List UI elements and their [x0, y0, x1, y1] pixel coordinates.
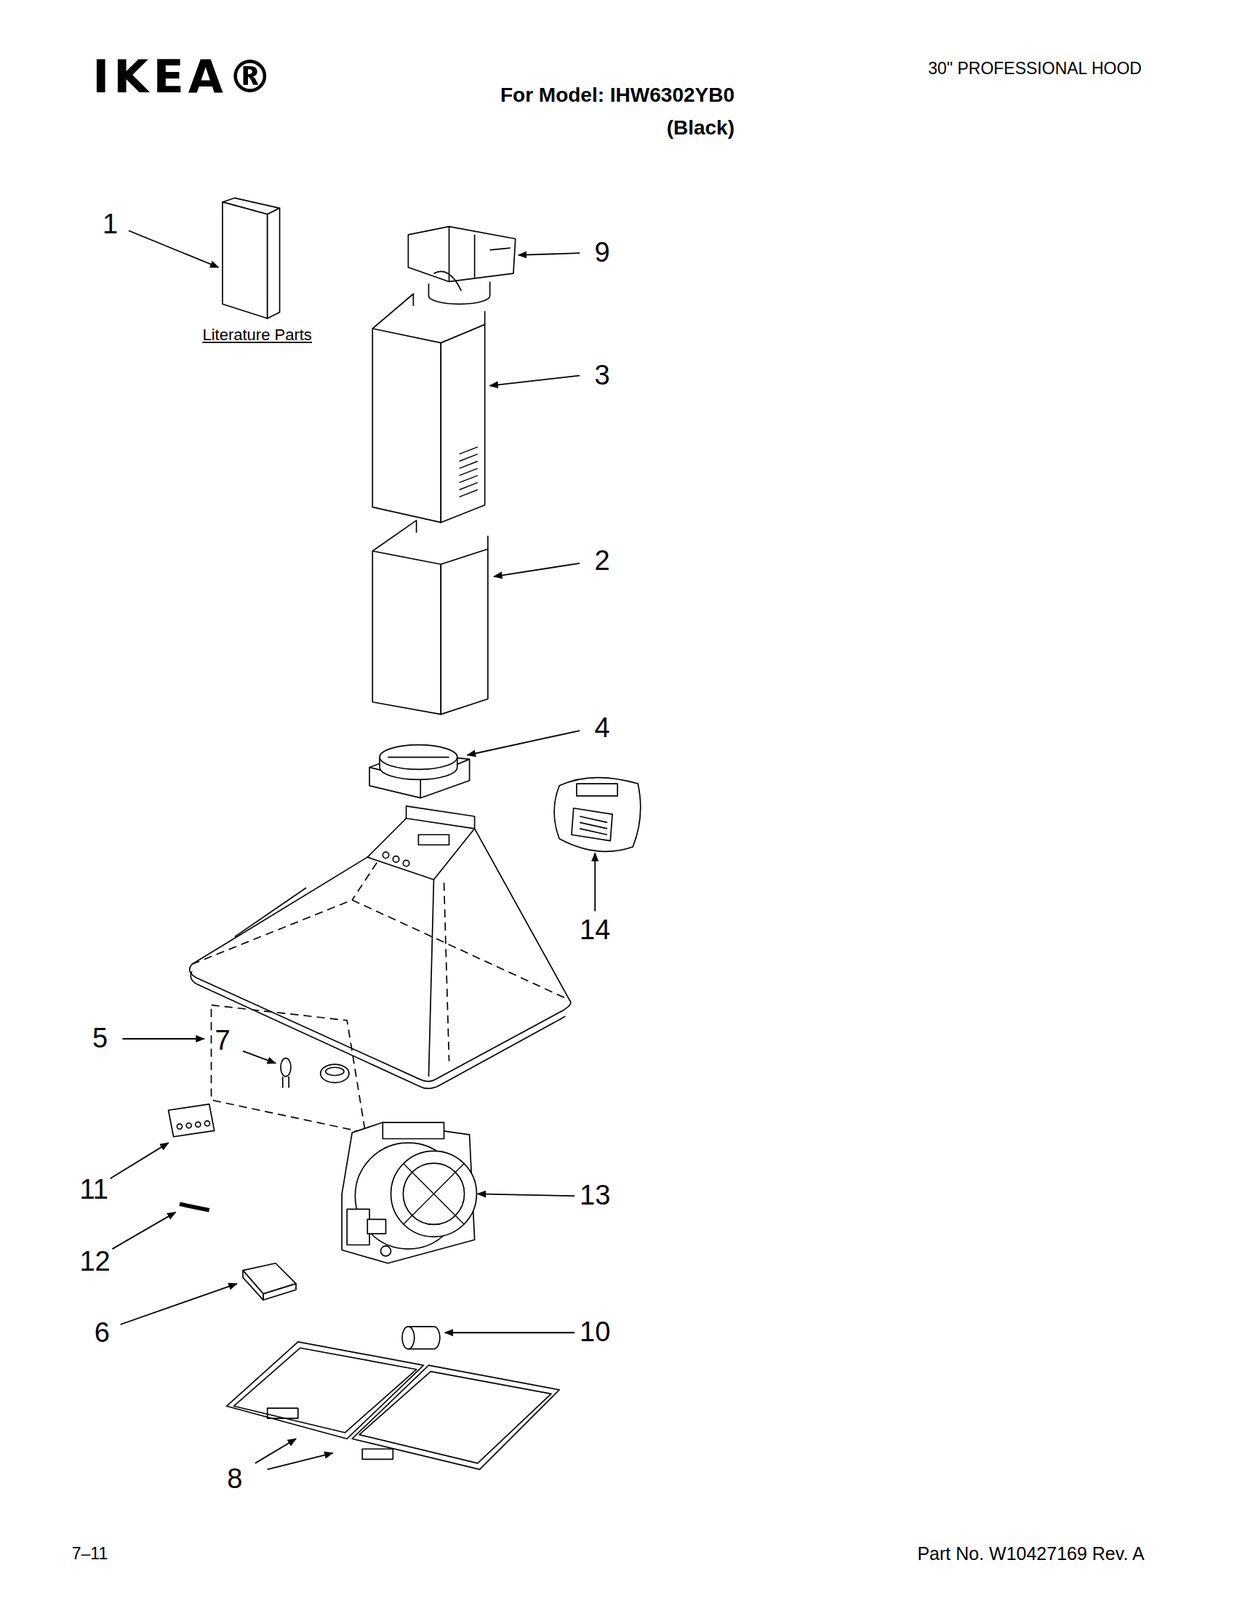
callout-number: 14 — [579, 914, 611, 947]
callout-number: 8 — [226, 1463, 243, 1496]
duct-connector — [407, 226, 515, 305]
callout-number: 2 — [594, 545, 610, 578]
leader-arrows — [110, 230, 596, 1470]
callout-number: 12 — [79, 1246, 110, 1279]
lower-chimney — [372, 520, 488, 715]
callout-number: 9 — [594, 237, 610, 270]
callout-number: 13 — [579, 1180, 611, 1213]
rod — [179, 1204, 210, 1211]
damper-collar — [369, 745, 470, 799]
light-kit — [211, 1005, 366, 1134]
hardware-bag — [554, 778, 641, 853]
page-number: 7–11 — [71, 1544, 108, 1564]
callout-number: 4 — [594, 712, 610, 745]
grease-filters — [226, 1342, 560, 1470]
callout-number: 3 — [594, 359, 610, 392]
callout-number: 7 — [214, 1025, 230, 1058]
upper-chimney — [372, 293, 485, 523]
callout-number: 10 — [579, 1316, 611, 1349]
literature-label: Literature Parts — [202, 325, 312, 344]
transformer — [242, 1263, 296, 1301]
blower-assembly — [341, 1122, 477, 1264]
hood-body — [189, 806, 571, 1090]
callout-number: 6 — [94, 1317, 110, 1350]
callout-number: 1 — [102, 208, 118, 241]
switch-board — [168, 1104, 215, 1138]
capacitor — [402, 1327, 440, 1350]
callout-number: 5 — [92, 1023, 108, 1056]
part-number: Part No. W10427169 Rev. A — [917, 1543, 1144, 1565]
model-title: For Model: IHW6302YB0 (Black) — [472, 78, 735, 144]
brand-logo: IKEA® — [92, 50, 277, 103]
literature-book — [222, 197, 280, 319]
callout-number: 11 — [79, 1174, 108, 1207]
product-name: 30" PROFESSIONAL HOOD — [927, 58, 1142, 78]
